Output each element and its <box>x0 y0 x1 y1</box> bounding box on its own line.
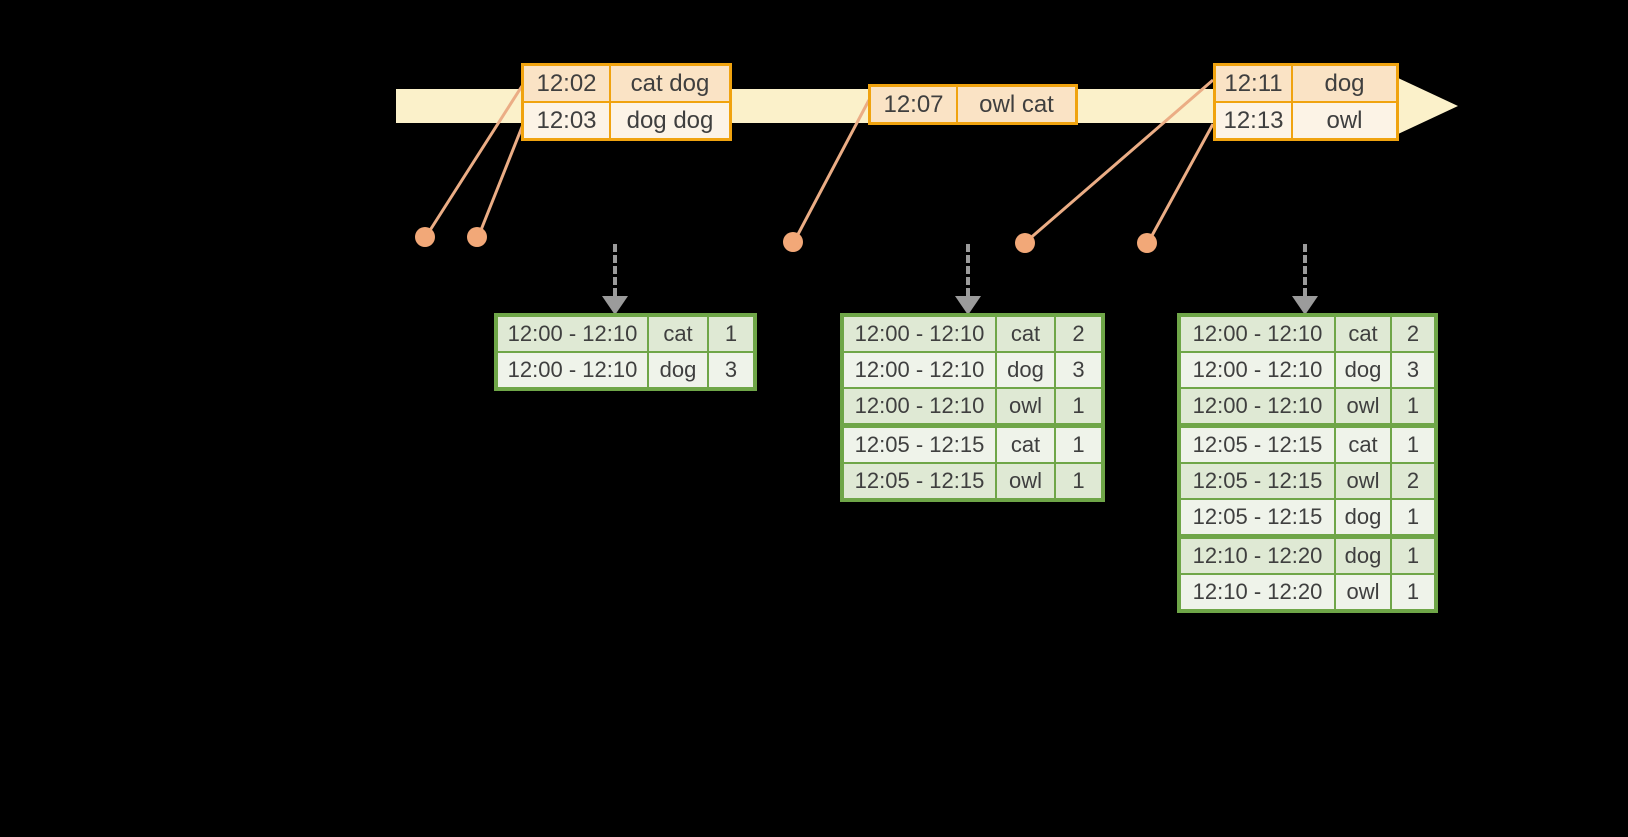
trigger-arrow-1 <box>601 244 629 318</box>
trigger-arrowhead-icon <box>955 296 981 315</box>
window-range-cell: 12:00 - 12:10 <box>844 317 995 351</box>
word-cell: owl <box>995 464 1054 498</box>
window-range-cell: 12:05 - 12:15 <box>1181 428 1334 462</box>
window-range-cell: 12:00 - 12:10 <box>498 353 647 387</box>
count-cell: 1 <box>1390 539 1434 573</box>
window-range-cell: 12:10 - 12:20 <box>1181 575 1334 609</box>
window-range-cell: 12:00 - 12:10 <box>1181 317 1334 351</box>
event-time-cell: 12:07 <box>871 87 956 122</box>
trigger-arrowhead-icon <box>602 296 628 315</box>
count-cell: 1 <box>1390 575 1434 609</box>
trigger-arrow-dash <box>1303 244 1307 296</box>
window-range-cell: 12:00 - 12:10 <box>1181 389 1334 423</box>
window-range-cell: 12:05 - 12:15 <box>1181 500 1334 534</box>
event-words-cell: cat dog <box>609 66 729 101</box>
window-range-cell: 12:00 - 12:10 <box>498 317 647 351</box>
event-words-cell: owl cat <box>956 87 1075 122</box>
word-cell: dog <box>647 353 707 387</box>
window-range-cell: 12:05 - 12:15 <box>844 464 995 498</box>
count-cell: 1 <box>1390 428 1434 462</box>
count-cell: 3 <box>707 353 753 387</box>
word-cell: owl <box>995 389 1054 423</box>
word-cell: cat <box>1334 428 1390 462</box>
count-cell: 1 <box>1390 500 1434 534</box>
event-words-cell: dog <box>1291 66 1396 101</box>
word-cell: owl <box>1334 464 1390 498</box>
count-cell: 2 <box>1390 464 1434 498</box>
word-cell: cat <box>647 317 707 351</box>
window-range-cell: 12:10 - 12:20 <box>1181 539 1334 573</box>
event-connector-line <box>1147 123 1215 242</box>
trigger-arrow-3 <box>1291 244 1319 318</box>
event-time-axis-arrowhead-icon <box>1396 77 1458 135</box>
word-cell: owl <box>1334 575 1390 609</box>
count-cell: 3 <box>1390 353 1434 387</box>
word-cell: dog <box>1334 500 1390 534</box>
trigger-arrowhead-icon <box>1292 296 1318 315</box>
count-cell: 1 <box>1054 464 1101 498</box>
count-cell: 2 <box>1390 317 1434 351</box>
event-time-cell: 12:03 <box>524 103 609 138</box>
word-cell: cat <box>995 428 1054 462</box>
word-cell: dog <box>995 353 1054 387</box>
event-dot <box>467 227 487 247</box>
trigger-arrow-2 <box>954 244 982 318</box>
event-connector-line <box>477 121 526 236</box>
event-time-cell: 12:13 <box>1216 103 1291 138</box>
count-cell: 1 <box>707 317 753 351</box>
word-cell: dog <box>1334 353 1390 387</box>
event-time-cell: 12:11 <box>1216 66 1291 101</box>
window-range-cell: 12:00 - 12:10 <box>844 389 995 423</box>
trigger-arrow-dash <box>966 244 970 296</box>
window-range-cell: 12:00 - 12:10 <box>1181 353 1334 387</box>
event-time-cell: 12:02 <box>524 66 609 101</box>
event-dot <box>415 227 435 247</box>
count-cell: 1 <box>1054 428 1101 462</box>
event-dot <box>1137 233 1157 253</box>
word-cell: cat <box>995 317 1054 351</box>
count-cell: 1 <box>1390 389 1434 423</box>
count-cell: 1 <box>1054 389 1101 423</box>
word-cell: dog <box>1334 539 1390 573</box>
count-cell: 2 <box>1054 317 1101 351</box>
word-cell: owl <box>1334 389 1390 423</box>
event-words-cell: owl <box>1291 103 1396 138</box>
event-dot <box>783 232 803 252</box>
window-range-cell: 12:05 - 12:15 <box>1181 464 1334 498</box>
window-range-cell: 12:00 - 12:10 <box>844 353 995 387</box>
window-range-cell: 12:05 - 12:15 <box>844 428 995 462</box>
trigger-arrow-dash <box>613 244 617 296</box>
event-words-cell: dog dog <box>609 103 729 138</box>
event-dot <box>1015 233 1035 253</box>
word-cell: cat <box>1334 317 1390 351</box>
count-cell: 3 <box>1054 353 1101 387</box>
